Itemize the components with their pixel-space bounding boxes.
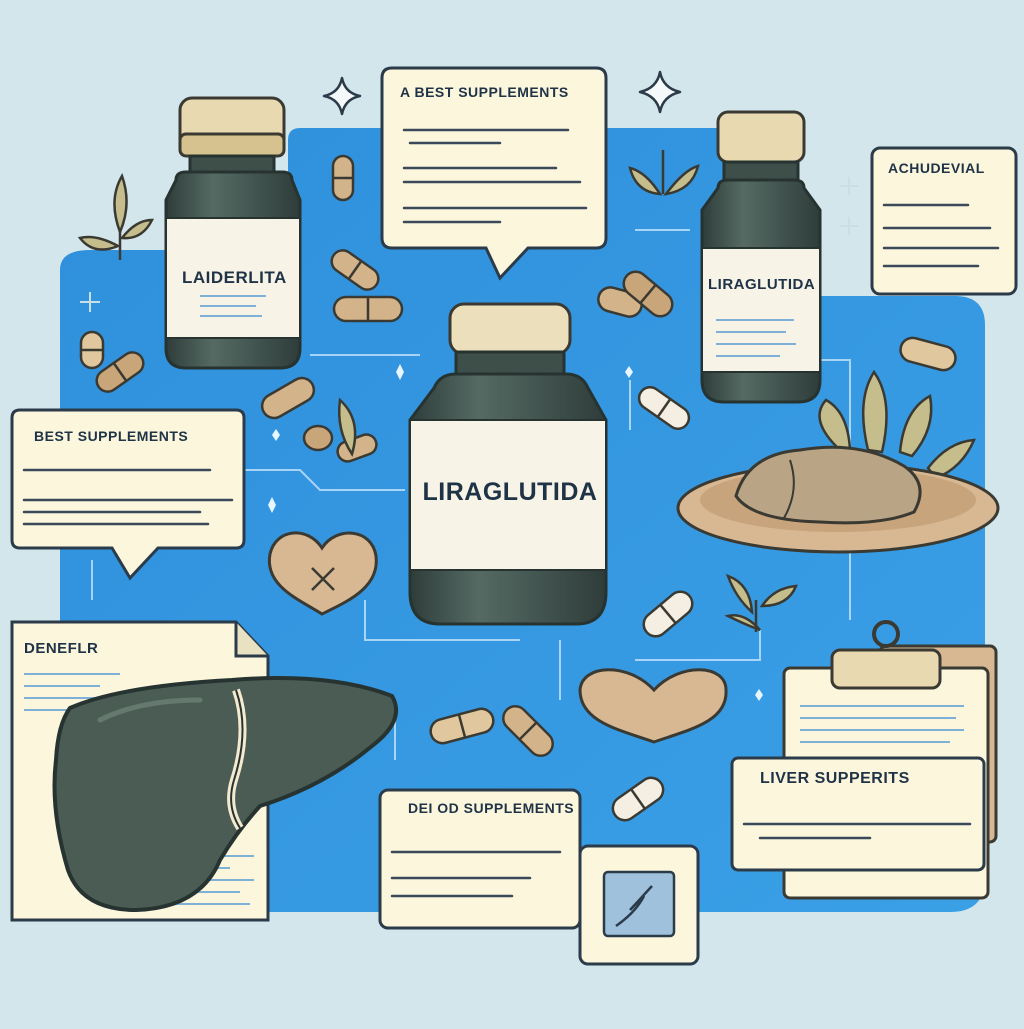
callout-bottom-right-title: LIVER SUPPERITS — [760, 770, 910, 787]
bottle-center — [408, 302, 608, 626]
callout-bottom-center — [378, 788, 700, 966]
bottle-right-label: LIRAGLUTIDA — [708, 276, 816, 293]
document-title: DENEFLR — [24, 640, 99, 657]
liver — [52, 676, 398, 913]
callout-bottom-center-title: DEI OD SUPPLEMENTS — [408, 800, 575, 816]
callout-left-title: BEST SUPPLEMENTS — [34, 428, 189, 444]
sparkle-decorations — [322, 70, 682, 116]
leaf-sprigs — [77, 150, 798, 632]
callout-left — [10, 408, 246, 581]
heart-cookie-left — [267, 531, 378, 616]
callout-top-center-title: A BEST SUPPLEMENTS — [400, 84, 569, 100]
bottle-left-label: LAIDERLITA — [182, 268, 287, 287]
bottle-left — [164, 96, 302, 370]
callout-top-center — [380, 66, 608, 281]
callout-top-right — [870, 146, 1018, 296]
heart-cookie-right — [578, 668, 728, 744]
callout-top-right-title: ACHUDEVIAL — [888, 160, 985, 176]
capsules — [79, 154, 957, 822]
callout-bottom-right — [730, 756, 986, 872]
bottle-right — [700, 110, 822, 404]
plus-decorations — [80, 177, 858, 312]
bottle-center-label: LIRAGLUTIDA — [422, 478, 598, 506]
plate-with-food — [676, 369, 1000, 554]
